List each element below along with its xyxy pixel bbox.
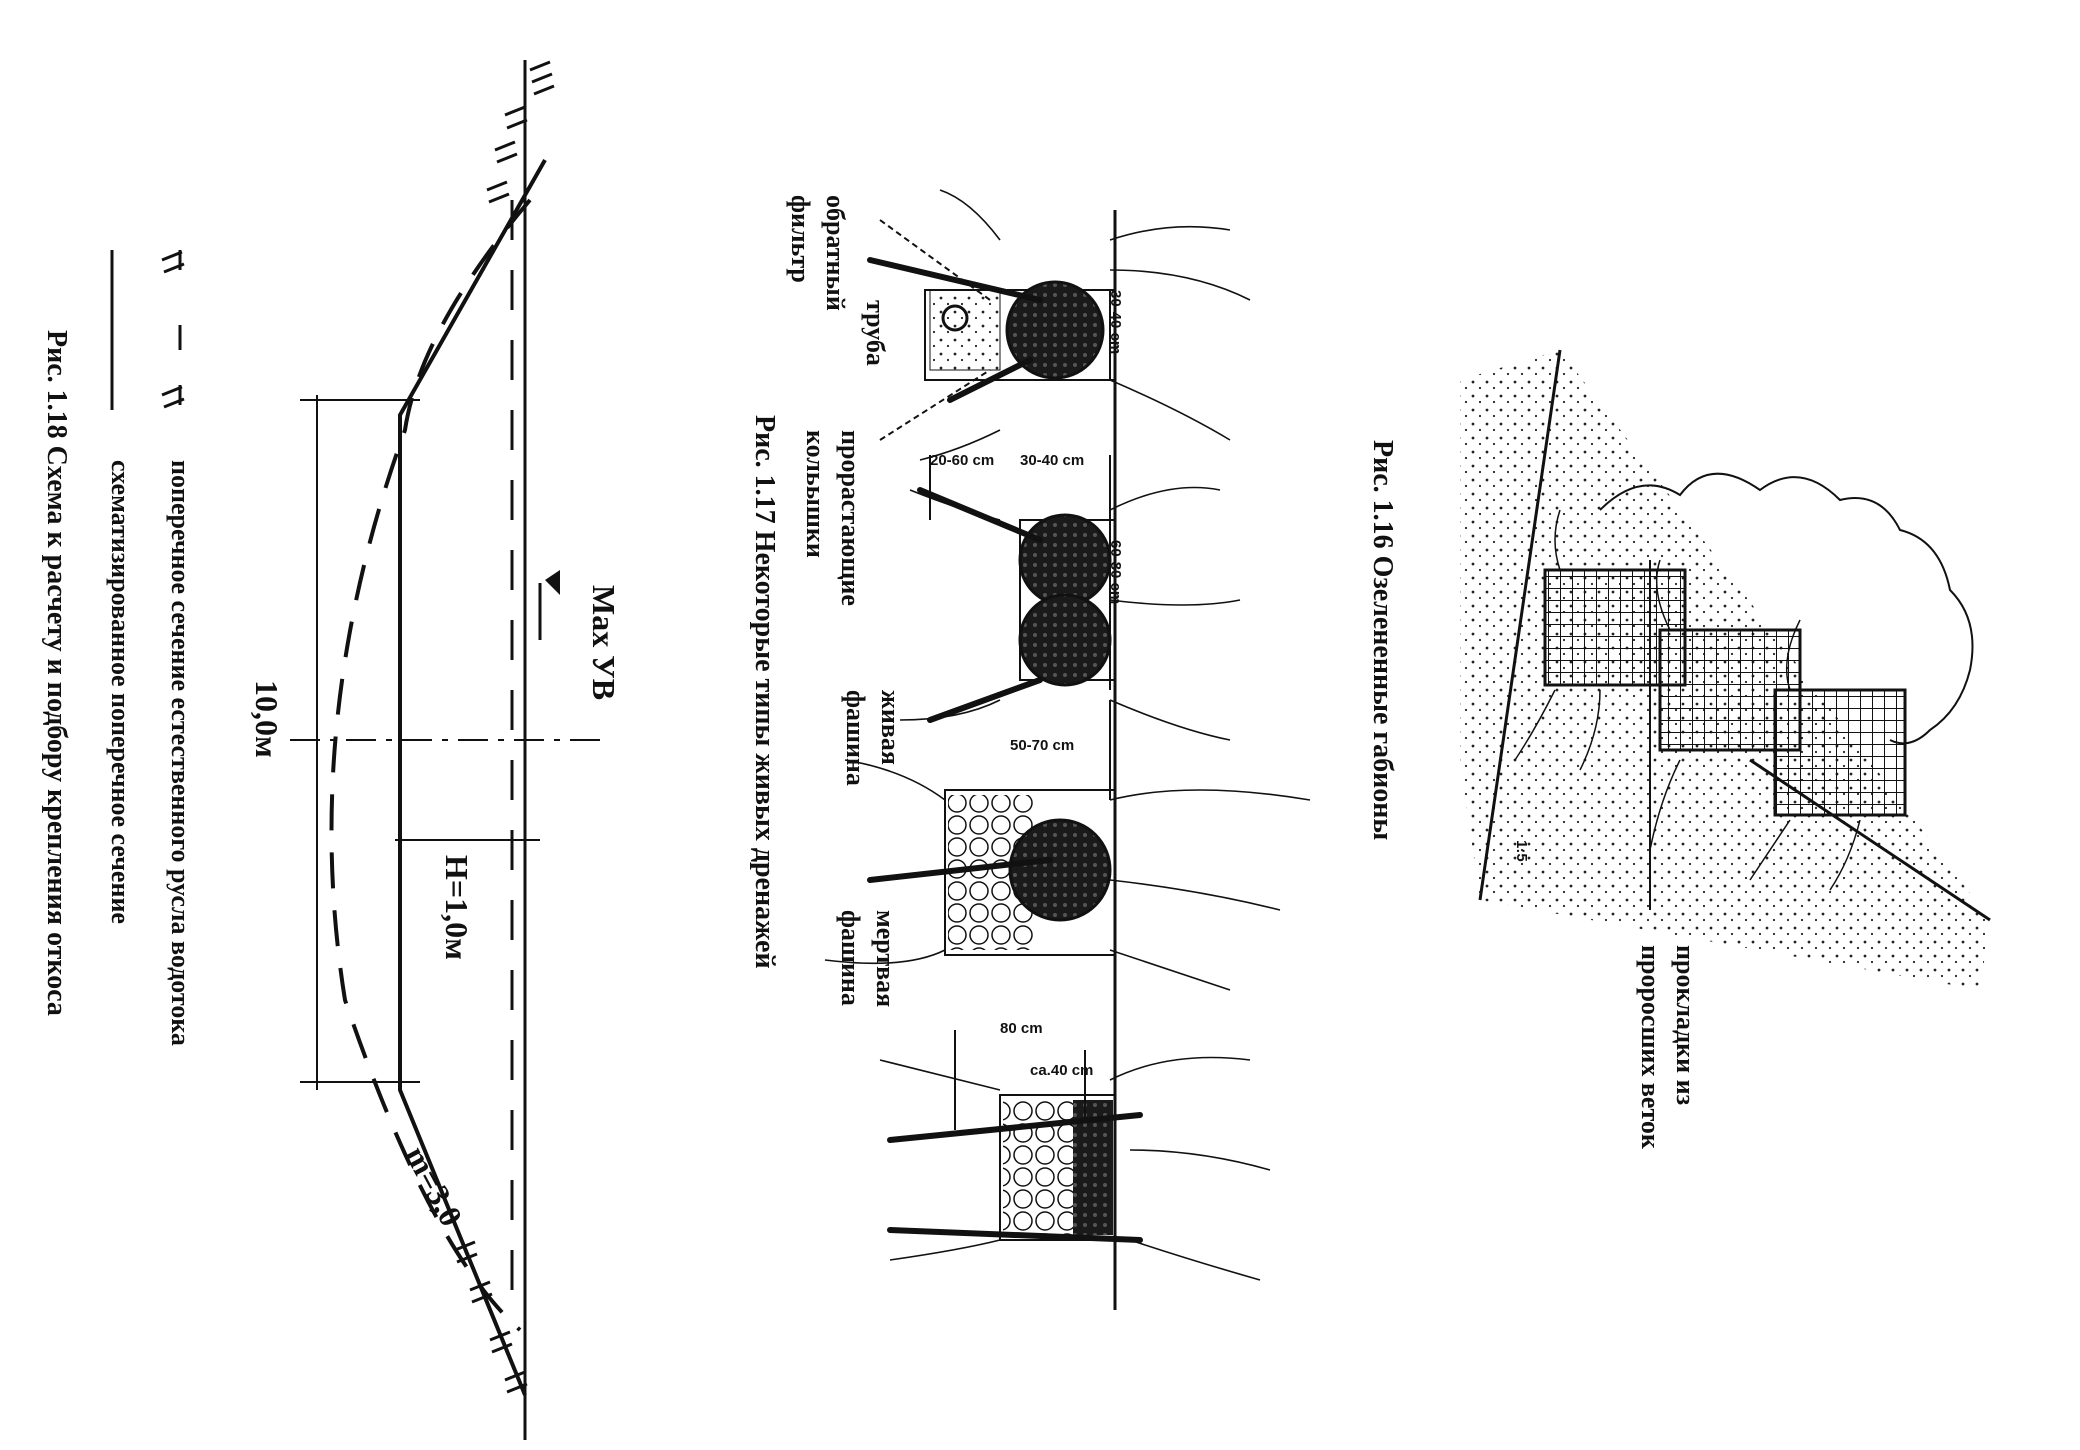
fig17-sprout-line2: кольышки xyxy=(801,430,830,558)
fig18-drawing xyxy=(110,60,600,1440)
fig17-dim-2: 20-60 cm xyxy=(930,452,995,469)
fig17-sprout-line1: прорастающие xyxy=(836,430,865,606)
fig17-dim-1: 30-40 cm xyxy=(1107,290,1124,355)
fig17-dim-7: ca.40 cm xyxy=(1030,1062,1094,1079)
fig17-filter-line1: обратный xyxy=(821,195,850,311)
fig16-drawing xyxy=(1460,349,1991,990)
fig18-legend-natural: поперечное сечение естественного русла в… xyxy=(166,460,195,1046)
fig17-pipe: труба xyxy=(861,300,890,366)
fig17-live-line2: фашина xyxy=(841,690,870,786)
fig17-dim-5: 50-70 cm xyxy=(1010,737,1075,754)
fig17-dim-6: 80 cm xyxy=(1000,1020,1043,1037)
fig16-slope: 1:5 xyxy=(1513,840,1530,862)
fig16-label-line2: проросших веток xyxy=(1636,945,1665,1149)
fig17-caption: Рис. 1.17 Некоторые типы живых дренажей xyxy=(749,415,780,969)
fig17-live-line1: живая xyxy=(876,690,905,765)
fig18-width: 10,0м xyxy=(249,680,285,758)
fig17-dead-line2: фашина xyxy=(836,910,865,1006)
fig17-drawing xyxy=(824,189,1311,1310)
fig18-depth: H=1,0м xyxy=(439,855,475,960)
fig16-label-line1: прокладки из xyxy=(1671,945,1700,1106)
fig18-legend-schematic: схематизированное поперечное сечение xyxy=(106,460,135,924)
fig17-dim-3: 30-40 cm xyxy=(1020,452,1085,469)
fig18-caption: Рис. 1.18 Схема к расчету и подбору креп… xyxy=(41,330,72,1016)
fig17-filter-line2: фильтр xyxy=(786,195,815,283)
fig18-max-level: Max УВ xyxy=(586,585,622,701)
fig17-dim-4: 60-80 cm xyxy=(1107,540,1124,605)
fig16-caption: Рис. 1.16 Озелененные габионы xyxy=(1367,440,1398,841)
fig17-dead-line1: мертвая xyxy=(871,910,900,1008)
